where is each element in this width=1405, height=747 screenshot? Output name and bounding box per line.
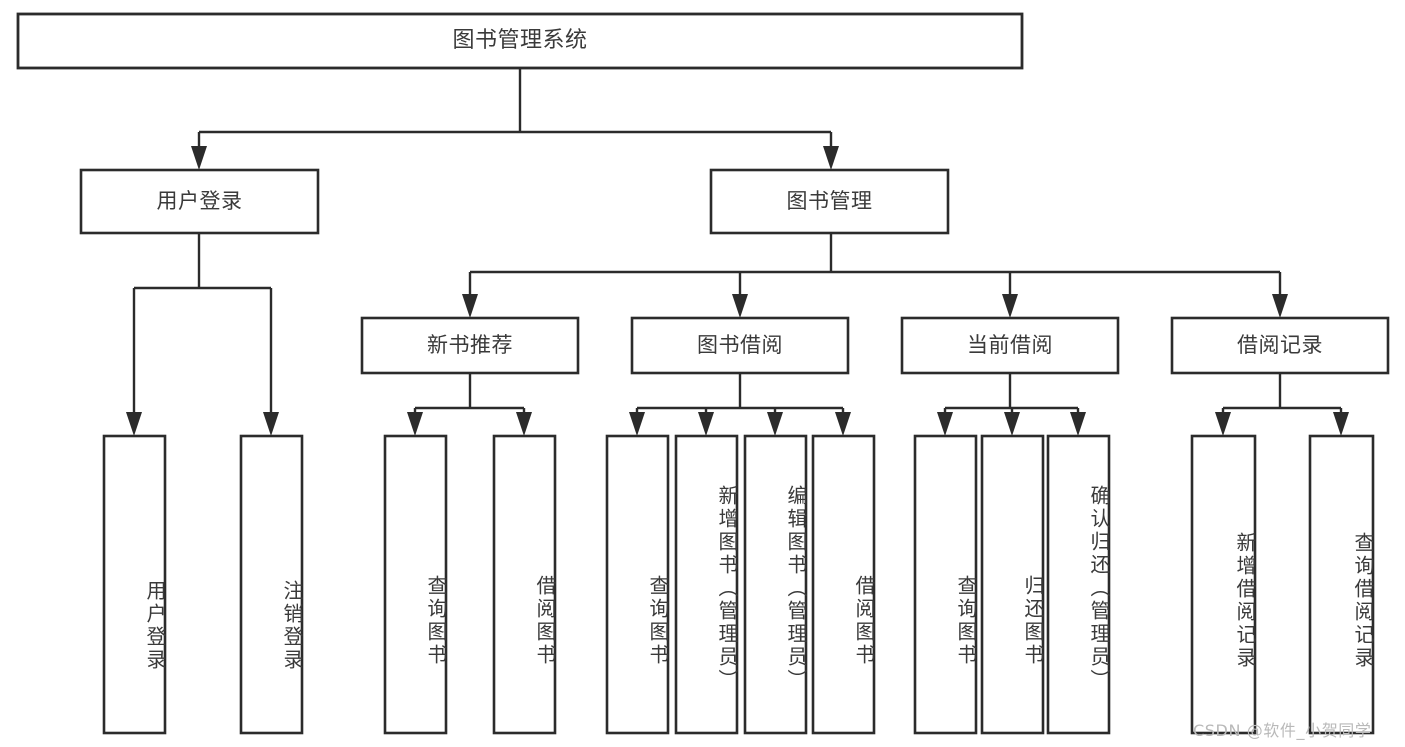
node-box-leaf-edit-book[interactable] — [743, 434, 808, 735]
node-box-borrow-record[interactable] — [1170, 316, 1390, 375]
arrowhead-book-manage — [823, 146, 839, 170]
arrowhead-leaf-logout — [263, 412, 279, 436]
node-box-current-borrow[interactable] — [900, 316, 1120, 375]
edge-group-userlogin-to-leaves — [126, 233, 279, 436]
arrowhead-newbook-leaf-2 — [516, 412, 532, 436]
edge-group-root-to-level2 — [191, 68, 839, 170]
arrowhead-currentborrow-leaf-3 — [1070, 412, 1086, 436]
arrowhead-borrow-record — [1272, 294, 1288, 318]
node-box-leaf-user-login[interactable] — [102, 434, 167, 735]
edge-group-bookmanage-to-level3 — [462, 233, 1288, 318]
arrowhead-book-borrow — [732, 294, 748, 318]
node-box-leaf-return-book[interactable] — [980, 434, 1045, 735]
arrowhead-bookborrow-leaf-3 — [767, 412, 783, 436]
node-box-leaf-add-book[interactable] — [674, 434, 739, 735]
arrowhead-current-borrow — [1002, 294, 1018, 318]
arrowhead-leaf-user-login — [126, 412, 142, 436]
node-box-leaf-logout[interactable] — [239, 434, 304, 735]
arrowhead-borrowrecord-leaf-2 — [1333, 412, 1349, 436]
arrowhead-bookborrow-leaf-1 — [629, 412, 645, 436]
arrowhead-bookborrow-leaf-2 — [698, 412, 714, 436]
edge-group-borrowrecord-to-leaves — [1215, 373, 1349, 436]
arrowhead-currentborrow-leaf-2 — [1004, 412, 1020, 436]
node-box-leaf-query-book-3[interactable] — [913, 434, 978, 735]
arrowhead-new-book — [462, 294, 478, 318]
arrowhead-currentborrow-leaf-1 — [937, 412, 953, 436]
arrowhead-newbook-leaf-1 — [407, 412, 423, 436]
node-box-leaf-add-borrow-record[interactable] — [1190, 434, 1257, 735]
arrowhead-user-login — [191, 146, 207, 170]
node-box-book-manage[interactable] — [709, 168, 950, 235]
node-box-root[interactable] — [16, 12, 1024, 70]
arrowhead-borrowrecord-leaf-1 — [1215, 412, 1231, 436]
node-box-leaf-query-borrow-record[interactable] — [1308, 434, 1375, 735]
node-box-leaf-confirm-return[interactable] — [1046, 434, 1111, 735]
edge-group-newbook-to-leaves — [407, 373, 532, 436]
arrowhead-bookborrow-leaf-4 — [835, 412, 851, 436]
node-box-leaf-query-book-1[interactable] — [383, 434, 448, 735]
node-box-leaf-borrow-book-2[interactable] — [811, 434, 876, 735]
node-box-book-borrow[interactable] — [630, 316, 850, 375]
edge-group-currentborrow-to-leaves — [937, 373, 1086, 436]
node-box-leaf-query-book-2[interactable] — [605, 434, 670, 735]
node-box-new-book-recommend[interactable] — [360, 316, 580, 375]
edge-group-bookborrow-to-leaves — [629, 373, 851, 436]
node-box-user-login[interactable] — [79, 168, 320, 235]
node-box-leaf-borrow-book-1[interactable] — [492, 434, 557, 735]
